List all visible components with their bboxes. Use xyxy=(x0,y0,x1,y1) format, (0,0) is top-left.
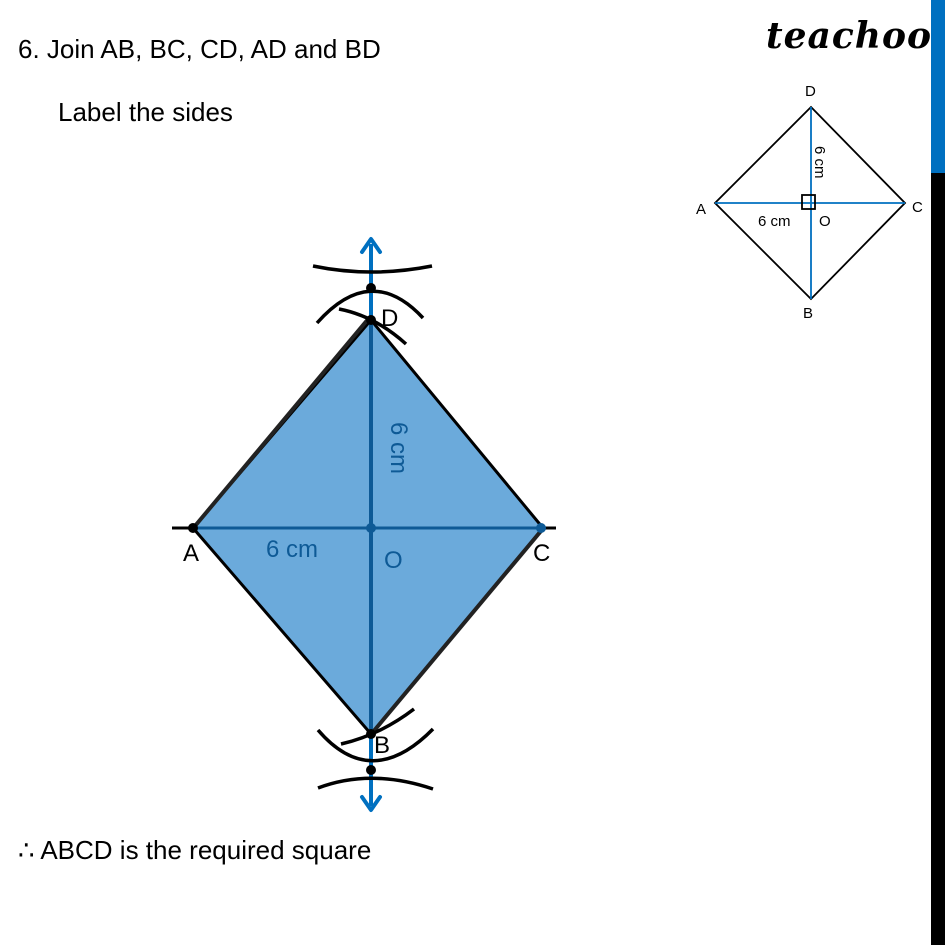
label-o: O xyxy=(384,547,403,574)
vertical-measure: 6 cm xyxy=(385,422,412,474)
label-c: C xyxy=(533,540,550,567)
compass-arc xyxy=(340,707,416,746)
teachoo-logo: teachoo xyxy=(766,15,932,57)
sidebar-accent-bar xyxy=(931,0,945,173)
compass-arc xyxy=(316,727,435,763)
ref-label-b: B xyxy=(803,305,813,322)
step-subtitle: Label the sides xyxy=(58,97,233,127)
step-title: 6. Join AB, BC, CD, AD and BD xyxy=(18,34,381,64)
reference-diagram: D A C O B 6 cm 6 cm xyxy=(696,83,923,322)
conclusion-text: ∴ ABCD is the required square xyxy=(18,835,372,865)
ref-label-d: D xyxy=(805,83,816,100)
label-d: D xyxy=(381,305,398,332)
compass-arc xyxy=(312,264,433,274)
ref-horizontal-measure: 6 cm xyxy=(758,213,791,230)
compass-arc xyxy=(317,776,434,791)
ref-label-o: O xyxy=(819,213,831,230)
ref-vertical-measure: 6 cm xyxy=(811,146,828,179)
label-b: B xyxy=(374,732,390,759)
sidebar-dark-bar xyxy=(931,173,945,945)
horizontal-measure: 6 cm xyxy=(266,536,318,563)
arrow-down-icon xyxy=(360,795,382,812)
ref-label-c: C xyxy=(912,199,923,216)
arrow-up-icon xyxy=(360,237,382,254)
right-angle-icon xyxy=(801,194,816,210)
label-a: A xyxy=(183,540,199,567)
ref-label-a: A xyxy=(696,201,706,218)
